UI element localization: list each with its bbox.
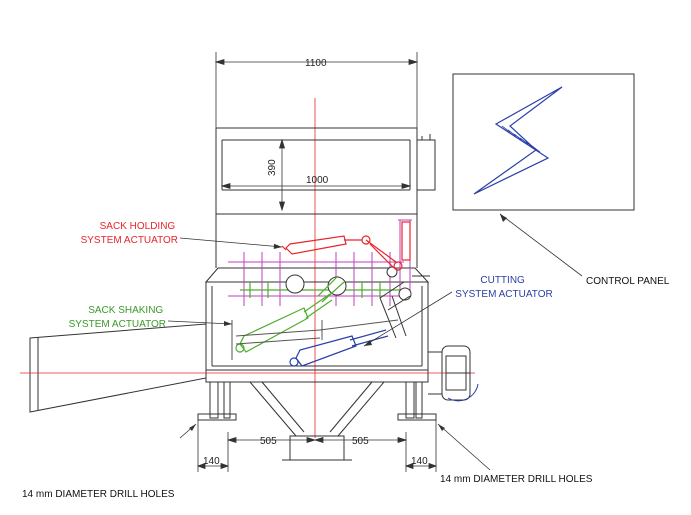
cutting-label: CUTTING SYSTEM ACTUATOR xyxy=(455,275,552,300)
bottom-funnel xyxy=(249,381,385,461)
side-box xyxy=(416,134,436,191)
dimension-hopper-width xyxy=(220,182,412,190)
dim-1100-label: 1100 xyxy=(305,58,327,69)
bag-bar-green-pegs xyxy=(240,282,400,298)
dim-390-label: 390 xyxy=(267,159,278,176)
sack-holding-label-line2: SYSTEM ACTUATOR xyxy=(81,235,178,246)
dimension-bottom-505 xyxy=(226,432,408,446)
leader-lines xyxy=(167,213,583,471)
frame-legs xyxy=(197,381,437,421)
leader-arrowheads xyxy=(189,214,507,431)
sack-shaking-label-line2: SYSTEM ACTUATOR xyxy=(69,319,166,330)
drill-holes-left-label: 14 mm DIAMETER DRILL HOLES xyxy=(22,489,175,500)
drill-holes-right-label: 14 mm DIAMETER DRILL HOLES xyxy=(440,474,593,485)
motor-rotation-arc xyxy=(447,383,479,402)
dimension-hopper-height xyxy=(278,138,286,212)
cutting-frame-links xyxy=(379,275,430,339)
dimension-overall-width xyxy=(214,52,419,128)
sack-holding-actuator xyxy=(281,221,411,271)
dim-140-right-label: 140 xyxy=(411,456,428,467)
cutting-label-line1: CUTTING xyxy=(480,275,525,286)
dim-505-left-label: 505 xyxy=(260,436,277,447)
dim-140-left-label: 140 xyxy=(203,456,220,467)
sack-shaking-label: SACK SHAKING SYSTEM ACTUATOR xyxy=(69,305,166,330)
lightning-bolt-icon xyxy=(473,86,563,195)
cam-pulleys xyxy=(285,266,412,301)
sack-holding-label: SACK HOLDING SYSTEM ACTUATOR xyxy=(81,221,178,246)
cutting-actuator xyxy=(289,329,389,367)
dimension-leg-offsets xyxy=(196,420,438,472)
bag-bar-mechanism xyxy=(228,219,412,306)
cutting-label-line2: SYSTEM ACTUATOR xyxy=(455,289,552,300)
control-panel-label: CONTROL PANEL xyxy=(586,276,670,287)
dim-505-right-label: 505 xyxy=(352,436,369,447)
upper-hopper xyxy=(215,127,418,215)
sack-shaking-label-line1: SACK SHAKING xyxy=(88,305,163,316)
left-chute xyxy=(29,323,207,413)
control-panel xyxy=(452,73,635,211)
right-motor xyxy=(428,345,471,401)
dim-1000-label: 1000 xyxy=(306,175,329,186)
sack-holding-label-line1: SACK HOLDING xyxy=(100,221,176,232)
main-frame xyxy=(204,214,430,383)
internal-links xyxy=(231,319,399,360)
